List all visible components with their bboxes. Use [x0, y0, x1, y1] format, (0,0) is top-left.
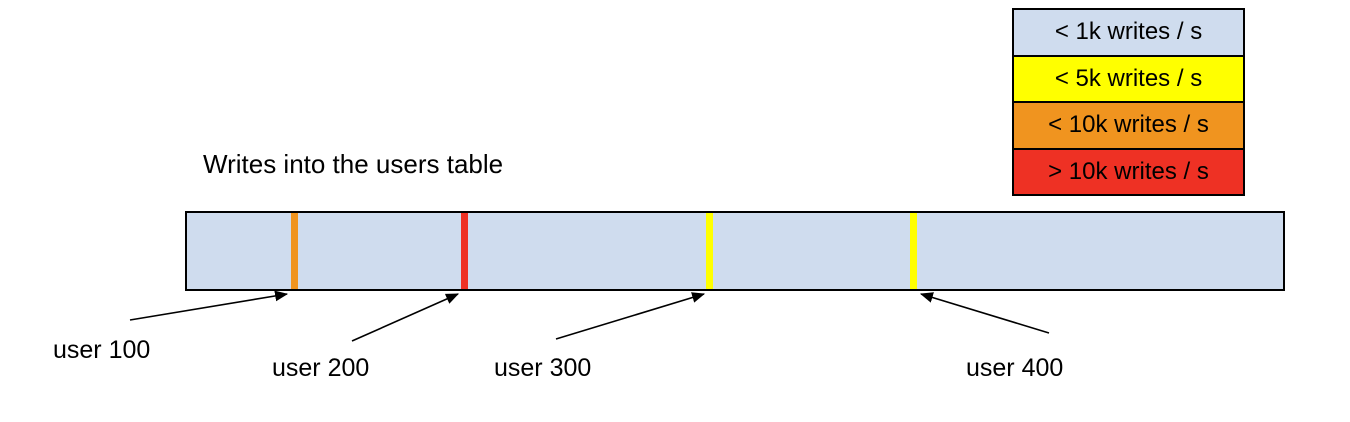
hotspot-line-user-200: [461, 213, 468, 289]
arrow-user-200: [351, 293, 459, 342]
legend-item-under-5k-writes: < 5k writes / s: [1014, 56, 1243, 103]
arrow-user-100: [129, 290, 289, 321]
users-table-bar: [185, 211, 1285, 291]
legend: < 1k writes / s < 5k writes / s < 10k wr…: [1012, 8, 1245, 196]
arrow-user-400: [919, 292, 1050, 334]
user-200-label: user 200: [272, 354, 370, 382]
legend-item-under-1k-writes: < 1k writes / s: [1014, 10, 1243, 57]
arrow-user-300: [555, 292, 706, 340]
diagram-title: Writes into the users table: [203, 149, 504, 179]
user-300-label: user 300: [494, 354, 592, 382]
user-400-label: user 400: [966, 354, 1064, 382]
hotspot-line-user-300: [706, 213, 713, 289]
legend-label: > 10k writes / s: [1048, 157, 1209, 185]
legend-item-over-10k-writes: > 10k writes / s: [1014, 149, 1243, 194]
user-100-label: user 100: [53, 336, 151, 364]
hotspot-line-user-100: [291, 213, 298, 289]
legend-item-under-10k-writes: < 10k writes / s: [1014, 103, 1243, 150]
legend-label: < 1k writes / s: [1054, 18, 1203, 46]
hotspot-line-user-400: [910, 213, 917, 289]
legend-label: < 5k writes / s: [1054, 64, 1203, 92]
legend-label: < 10k writes / s: [1048, 111, 1209, 139]
